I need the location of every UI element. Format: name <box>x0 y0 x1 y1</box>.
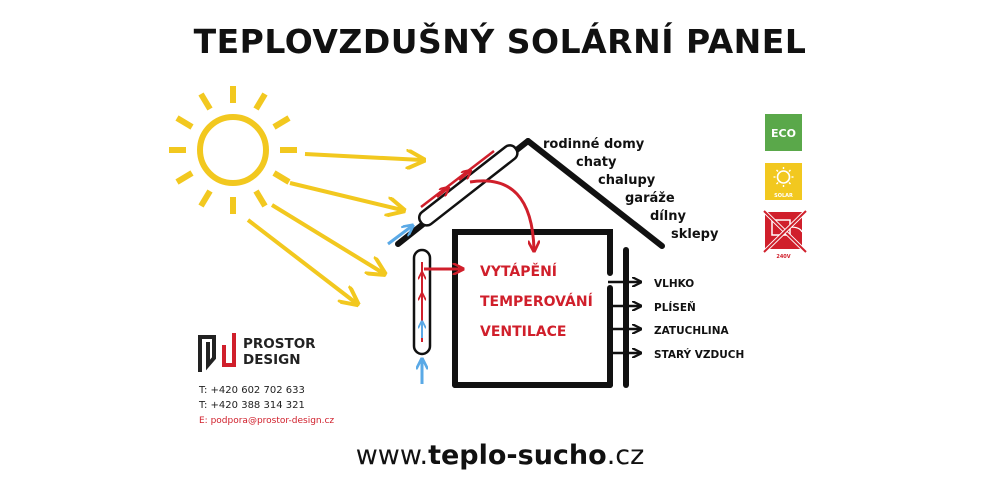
building-type: chaty <box>576 155 617 170</box>
building-type: garáže <box>625 191 675 206</box>
sun-ray-arrow <box>289 181 402 210</box>
exhaust-arrows <box>608 282 640 353</box>
warm-air-into-house-arrow <box>469 179 534 250</box>
solar-badge-label: SOLAR <box>774 193 793 199</box>
sun-ray-arrow <box>304 154 422 160</box>
heated-air-arrow <box>436 188 448 198</box>
wall-solar-collector <box>412 248 432 356</box>
building-types-list: rodinné domy chaty chalupy garáže dílny … <box>543 137 719 242</box>
function-label: VENTILACE <box>480 324 566 340</box>
heated-air-arrow <box>458 171 470 181</box>
contact-email: E: podpora@prostor-design.cz <box>199 416 334 426</box>
page-title: TEPLOVZDUŠNÝ SOLÁRNÍ PANEL <box>193 22 807 61</box>
website-domain: teplo-sucho <box>428 440 607 471</box>
problem-label: STARÝ VZDUCH <box>654 348 744 361</box>
website-url[interactable]: www.teplo-sucho.cz <box>0 440 1000 471</box>
sun-ray-arrow <box>270 203 383 273</box>
problem-label: ZATUCHLINA <box>654 325 729 337</box>
problem-label: VLHKO <box>654 278 694 290</box>
eco-badge-label: ECO <box>771 127 796 140</box>
building-type: sklepy <box>671 227 719 242</box>
cold-air-inlet-arrow <box>387 226 412 246</box>
sun-ray-arrow <box>246 218 356 303</box>
contact-info: T: +420 602 702 633 T: +420 388 314 321 … <box>198 385 334 426</box>
roof-solar-collector <box>417 144 519 227</box>
sun-icon <box>169 86 297 214</box>
brand-line1: PROSTOR <box>243 336 316 352</box>
prostor-design-logo: PROSTOR DESIGN <box>198 333 316 372</box>
building-type: chalupy <box>598 173 656 188</box>
contact-phone: T: +420 388 314 321 <box>198 400 305 411</box>
power-badge-label: 240V <box>776 254 790 260</box>
website-prefix: www. <box>355 440 429 471</box>
problems-list: VLHKO PLÍSEŇ ZATUCHLINA STARÝ VZDUCH <box>654 278 744 361</box>
heated-air-line <box>420 150 495 208</box>
building-type: dílny <box>650 209 686 224</box>
solar-badge: SOLAR <box>765 163 802 200</box>
function-label: VYTÁPĚNÍ <box>480 263 557 280</box>
website-suffix: .cz <box>606 440 645 471</box>
brand-line2: DESIGN <box>243 352 301 368</box>
contact-phone: T: +420 602 702 633 <box>198 385 305 396</box>
problem-label: PLÍSEŇ <box>654 301 696 314</box>
building-type: rodinné domy <box>543 137 645 152</box>
eco-badge: ECO <box>765 114 802 151</box>
functions-list: VYTÁPĚNÍ TEMPEROVÁNÍ VENTILACE <box>480 263 593 340</box>
sun-rays <box>246 154 422 303</box>
no-power-badge: 240V <box>762 209 812 260</box>
function-label: TEMPEROVÁNÍ <box>480 293 593 310</box>
